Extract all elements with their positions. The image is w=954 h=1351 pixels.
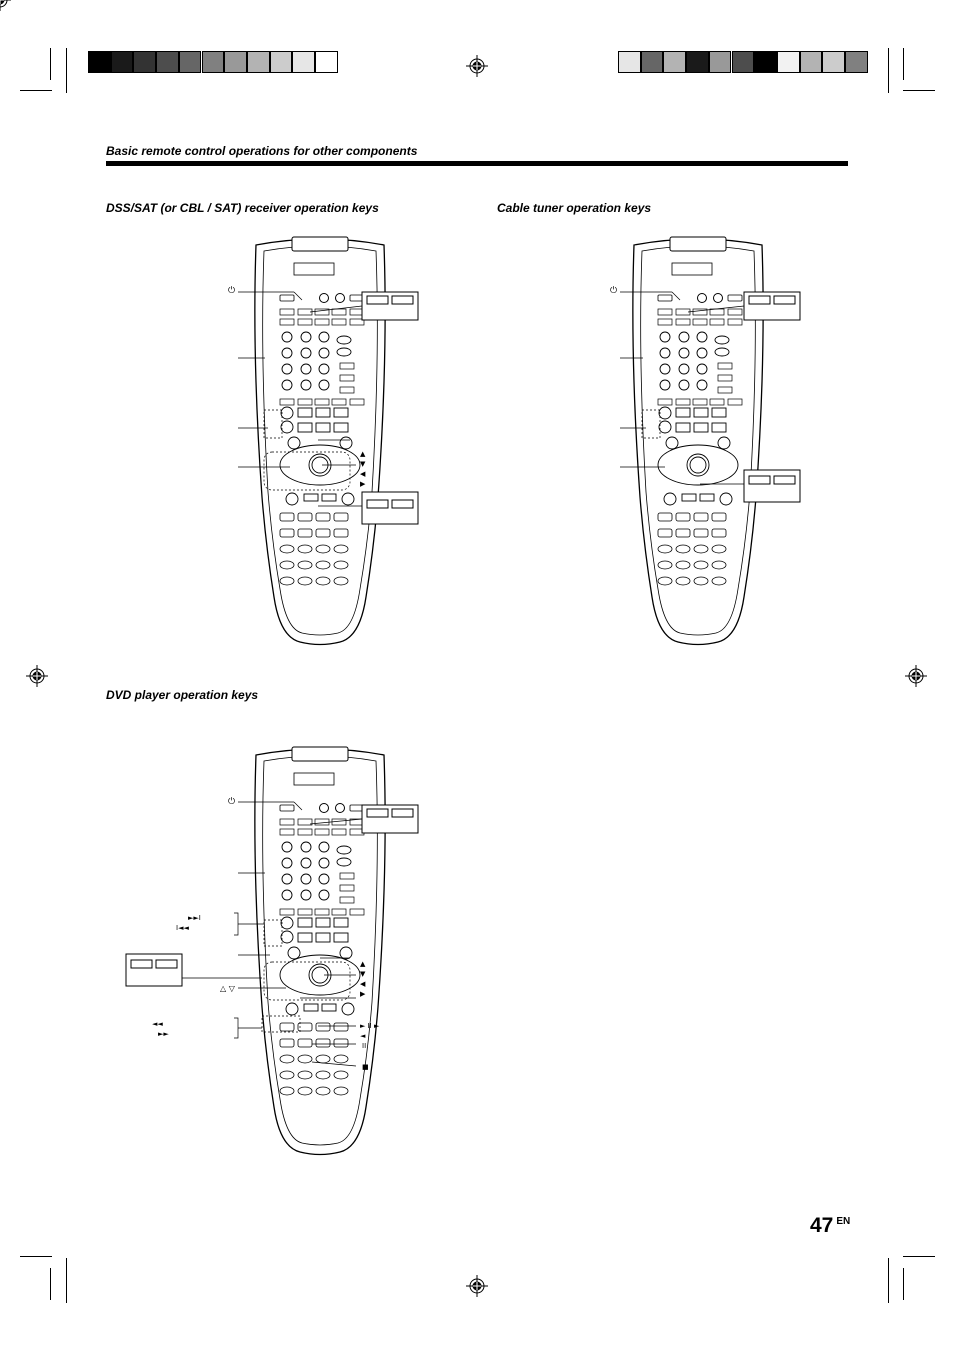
color-bar-right-swatch: [618, 51, 641, 73]
color-bar-left-swatch: [292, 51, 315, 73]
dvd-down-symbol: ▼: [360, 970, 366, 978]
color-bar-right-swatch: [686, 51, 709, 73]
color-bar-right-swatch: [799, 51, 823, 73]
dvd-ff-symbol: ►►: [158, 1030, 169, 1038]
color-bar-left-swatch: [133, 51, 157, 73]
color-bar-left-swatch: [315, 51, 338, 73]
dss-left-symbol: ◀: [360, 470, 366, 478]
dvd-tri-symbol: △ ▽: [220, 984, 236, 993]
dvd-heading: DVD player operation keys: [106, 688, 259, 702]
dss-up-symbol: ▲: [360, 450, 366, 458]
page-number-value: 47: [810, 1214, 834, 1237]
dss-right-symbol: ▶: [360, 480, 366, 488]
dvd-up-symbol: ▲: [360, 960, 366, 968]
cable-heading: Cable tuner operation keys: [497, 201, 652, 215]
dvd-rew-symbol: ◄◄: [152, 1020, 163, 1028]
color-bar-left-swatch: [110, 51, 134, 73]
color-bar-right-swatch: [708, 51, 732, 73]
dvd-skip-fwd-symbol: ►►I: [188, 914, 201, 922]
dvd-play-pause-symbol: ► II ►: [360, 1022, 380, 1030]
dvd-left-symbol: ◀: [360, 980, 366, 988]
color-bar-right-swatch: [663, 51, 687, 73]
color-bar-right-swatch: [640, 51, 664, 73]
dss-down-symbol: ▼: [360, 460, 366, 468]
color-bar-left-swatch: [246, 51, 270, 73]
section-title: Basic remote control operations for othe…: [106, 144, 418, 158]
color-bar-right-swatch: [845, 51, 868, 73]
color-bar-left-swatch: [178, 51, 202, 73]
dss-heading: DSS/SAT (or CBL / SAT) receiver operatio…: [106, 201, 379, 215]
color-bar-left-swatch: [201, 51, 225, 73]
dvd-stop-symbol: ■: [362, 1063, 369, 1071]
dvd-back-symbol: ◄: [360, 1032, 366, 1040]
color-bar-left-swatch: [156, 51, 179, 73]
page-lang: EN: [836, 1216, 851, 1227]
color-bar-left-swatch: [224, 51, 247, 73]
color-bar-left-swatch: [88, 51, 111, 73]
color-bar-right-swatch: [822, 51, 845, 73]
color-bar-right-swatch: [776, 51, 800, 73]
cable-power-symbol: ⏻: [610, 285, 617, 296]
dvd-right-symbol: ▶: [360, 990, 366, 998]
dvd-power-symbol: ⏻: [228, 796, 235, 807]
color-bar-left-swatch: [269, 51, 293, 73]
color-bar-right-swatch: [754, 51, 777, 73]
dvd-pause-symbol: II: [362, 1042, 366, 1050]
color-bar-right-swatch: [731, 51, 755, 73]
dvd-skip-back-symbol: I◄◄: [176, 924, 189, 932]
dss-power-symbol: ⏻: [228, 285, 235, 296]
header-rule: [106, 161, 848, 166]
